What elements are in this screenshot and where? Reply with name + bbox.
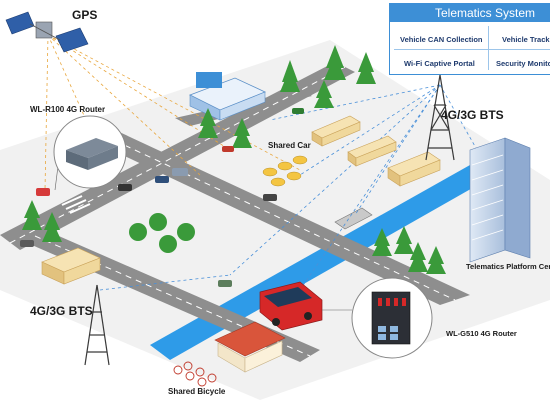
gps-signal-lines	[44, 34, 301, 191]
trees	[22, 45, 446, 274]
river	[150, 165, 490, 360]
gas-station	[189, 72, 267, 121]
router-r100-label: WL-R100 4G Router	[30, 105, 106, 114]
cross-road	[95, 130, 470, 305]
bts-tower-left	[84, 284, 110, 366]
bts-left-label: 4G/3G BTS	[30, 304, 93, 318]
bus	[259, 281, 323, 331]
telematics-item-can: Vehicle CAN Collection	[400, 35, 483, 44]
shared-car-label: Shared Car	[268, 141, 311, 150]
platform-building	[469, 137, 531, 263]
telematics-title: Telematics System	[390, 4, 550, 22]
bts-right-label: 4G/3G BTS	[441, 108, 504, 122]
bicycles	[173, 361, 217, 387]
telematics-item-tracking: Vehicle Trackin	[502, 35, 550, 44]
vehicles	[20, 108, 304, 287]
crosswalk	[61, 195, 91, 214]
satellite	[5, 11, 89, 53]
shared-bicycle-label: Shared Bicycle	[168, 387, 226, 396]
router-r100-callout	[53, 115, 127, 191]
router-g510-callout	[322, 277, 433, 359]
shared-cars	[262, 155, 308, 187]
router-g510-label: WL-G510 4G Router	[446, 329, 517, 338]
telematics-item-security: Security Monitor	[496, 59, 550, 68]
bts-signal-lines	[99, 84, 481, 291]
panel-divider-horizontal	[394, 49, 550, 50]
main-road	[0, 62, 355, 250]
panel-divider-vertical	[488, 26, 489, 70]
gps-label: GPS	[72, 8, 98, 22]
warehouses	[41, 115, 441, 285]
telematics-item-wifi: Wi-Fi Captive Portal	[404, 59, 475, 68]
bike-shed	[214, 321, 286, 373]
platform-label: Telematics Platform Cent	[466, 262, 550, 271]
bridge	[334, 207, 373, 230]
telematics-system-panel: Telematics System Vehicle CAN Collection…	[389, 3, 550, 75]
road-markings	[9, 66, 456, 357]
bts-tower-right	[425, 74, 455, 161]
